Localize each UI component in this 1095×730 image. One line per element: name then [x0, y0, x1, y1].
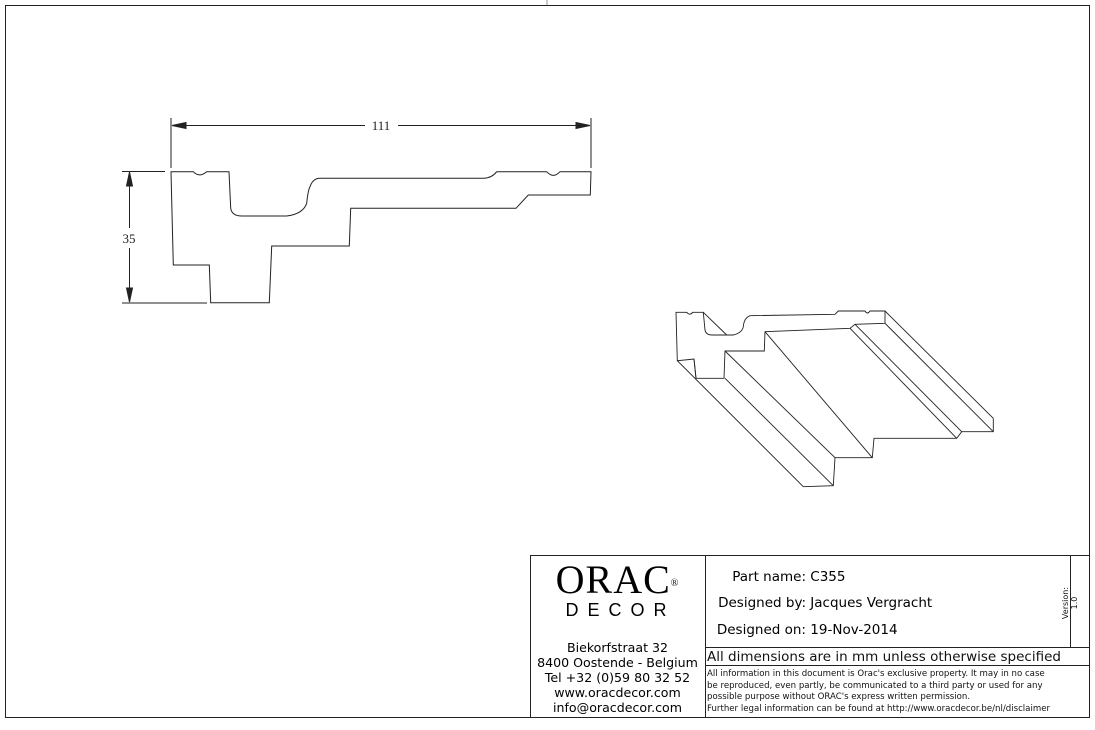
- logo-main-text: ORAC: [555, 557, 671, 602]
- logo-sub-text: DECOR: [565, 600, 676, 620]
- legal-notice: All information in this document is Orac…: [707, 669, 1050, 715]
- designed-on-value: 19-Nov-2014: [810, 622, 898, 638]
- legal-line: be reproduced, even partly, be communica…: [707, 680, 1043, 691]
- address-email: info@oracdecor.com: [552, 700, 683, 715]
- units-note: All dimensions are in mm unless otherwis…: [707, 649, 1061, 665]
- isometric-view: [675, 310, 994, 488]
- part-name-field: Part name: C355: [708, 569, 846, 585]
- width-dimension: [170, 118, 592, 168]
- address-city: 8400 Oostende - Belgium: [537, 655, 698, 670]
- legal-line: Further legal information can be found a…: [707, 703, 1051, 714]
- legal-line: possible purpose without ORAC's express …: [707, 692, 971, 702]
- height-dimension: [122, 171, 207, 304]
- designed-on-field: Designed on: 19-Nov-2014: [708, 622, 898, 638]
- orac-decor-logo: ORAC® DECOR: [531, 557, 704, 621]
- designed-by-field: Designed by: Jacques Vergracht: [708, 595, 932, 611]
- designed-by-value: Jacques Vergracht: [810, 595, 933, 611]
- address-street: Biekorfstraat 32: [566, 640, 669, 655]
- version-label: Version: 1.0: [1061, 586, 1079, 620]
- company-address: Biekorfstraat 32 8400 Oostende - Belgium…: [531, 640, 704, 715]
- designed-by-label: Designed by:: [718, 595, 806, 611]
- part-name-value: C355: [810, 569, 846, 585]
- legal-line: All information in this document is Orac…: [707, 669, 1045, 679]
- width-dimension-label: 111: [372, 118, 391, 133]
- title-block-frame: [530, 555, 1090, 718]
- address-website: www.oracdecor.com: [554, 685, 681, 700]
- address-phone: Tel +32 (0)59 80 32 52: [544, 670, 691, 685]
- height-dimension-label: 35: [123, 231, 136, 246]
- part-name-label: Part name:: [732, 569, 806, 585]
- designed-on-label: Designed on:: [716, 622, 806, 638]
- registered-mark: ®: [670, 578, 680, 589]
- profile-section: [170, 171, 592, 304]
